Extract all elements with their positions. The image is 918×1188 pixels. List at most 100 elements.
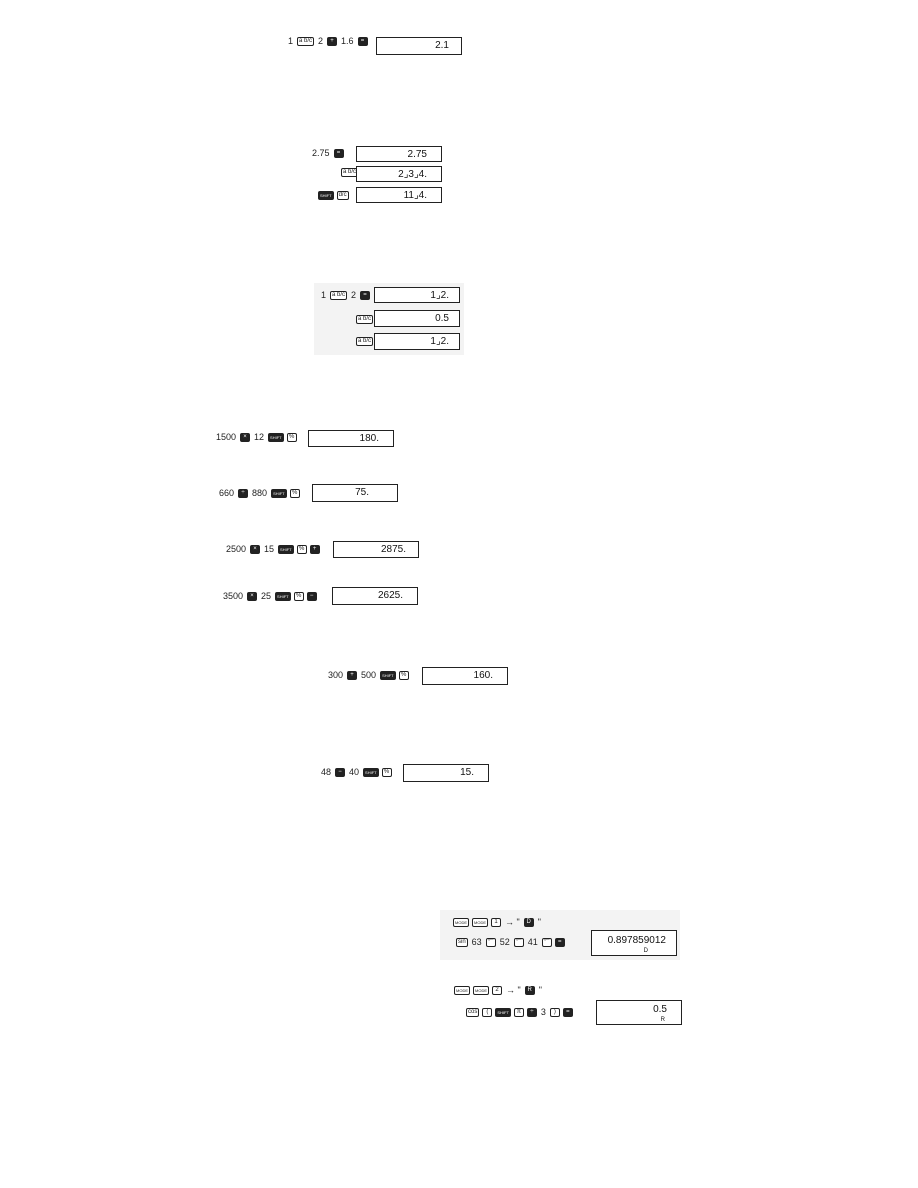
input-value: 25 <box>261 591 272 601</box>
close-paren-key: ) <box>549 1008 560 1017</box>
display-value: 160. <box>473 670 493 681</box>
display-example-9: 15. <box>403 764 489 782</box>
input-value: 3500 <box>223 591 244 601</box>
display-example-3-row-1: 1⌟2. <box>374 287 460 303</box>
display-example-2-row-2: 2⌟3⌟4. <box>356 166 442 182</box>
quote-text: " <box>537 917 541 927</box>
input-value: 41 <box>527 937 538 947</box>
example-10-mode-line: MODE MODE 1 → " D " <box>453 918 542 927</box>
mode-key: MODE <box>472 918 488 927</box>
plus-key: + <box>347 671 358 680</box>
input-value: 63 <box>471 937 482 947</box>
display-value: 1⌟2. <box>430 290 449 301</box>
fraction-key: a b/c <box>356 315 374 324</box>
example-1-keystrokes: 1 a b/c 2 + 1.6 = <box>287 37 368 46</box>
minus-key: − <box>335 768 346 777</box>
display-example-2-row-1: 2.75 <box>356 146 442 162</box>
divide-key: ÷ <box>526 1008 537 1017</box>
example-6-keystrokes: 2500 × 15 SHIFT % + <box>225 545 320 554</box>
display-example-2-row-3: 11⌟4. <box>356 187 442 203</box>
shift-key: SHIFT <box>363 768 379 777</box>
shift-key: SHIFT <box>275 592 291 601</box>
display-example-3-row-2: 0.5 <box>374 310 460 327</box>
display-example-11: 0.5 R <box>596 1000 682 1025</box>
example-3-row-3: a b/c <box>356 337 374 346</box>
input-value: 880 <box>252 488 268 498</box>
quote-text: " <box>538 985 542 995</box>
percent-key: % <box>289 489 300 498</box>
deg-indicator: D <box>523 918 534 927</box>
one-key: 1 <box>491 918 501 927</box>
input-value: 1 <box>288 36 294 46</box>
multiply-key: × <box>240 433 251 442</box>
display-value: 180. <box>359 433 379 444</box>
shift-key: SHIFT <box>278 545 294 554</box>
equals-key: = <box>360 291 371 300</box>
input-value: 40 <box>349 767 360 777</box>
equals-key: = <box>562 1008 573 1017</box>
display-value: 2.75 <box>407 149 427 160</box>
equals-key: = <box>554 938 565 947</box>
display-value: 0.897859012 <box>607 935 666 946</box>
example-8-keystrokes: 300 + 500 SHIFT % <box>327 671 409 680</box>
sin-key: sin <box>456 938 468 947</box>
display-value: 2.1 <box>435 40 449 51</box>
input-value: 2 <box>351 290 357 300</box>
equals-key: = <box>333 149 344 158</box>
open-paren-key: ( <box>482 1008 493 1017</box>
display-example-1: 2.1 <box>376 37 462 55</box>
mode-key: MODE <box>473 986 489 995</box>
example-2-row-1: 2.75 = <box>311 149 344 158</box>
input-value: 52 <box>499 937 510 947</box>
example-11-mode-line: MODE MODE 2 → " R " <box>454 986 543 995</box>
equals-key: = <box>357 37 368 46</box>
display-value: 2875. <box>380 544 406 555</box>
fraction-key: a b/c <box>356 337 374 346</box>
deg-min-sec-key: °'" <box>541 938 552 947</box>
example-5-keystrokes: 660 ÷ 880 SHIFT % <box>218 489 300 498</box>
mode-key: MODE <box>454 986 470 995</box>
input-value: 48 <box>321 767 332 777</box>
display-example-4: 180. <box>308 430 394 447</box>
shift-key: SHIFT <box>380 671 396 680</box>
input-value: 660 <box>219 488 235 498</box>
input-value: 1 <box>321 290 327 300</box>
example-7-keystrokes: 3500 × 25 SHIFT % − <box>222 592 317 601</box>
input-value: 300 <box>328 670 344 680</box>
input-value: 1500 <box>216 432 237 442</box>
example-9-keystrokes: 48 − 40 SHIFT % <box>320 768 392 777</box>
shift-key: SHIFT <box>318 191 334 200</box>
display-example-7: 2625. <box>332 587 418 605</box>
input-value: 15 <box>264 544 275 554</box>
display-value: 75. <box>355 487 369 498</box>
plus-key: + <box>327 37 338 46</box>
display-value: 2625. <box>377 590 403 601</box>
shift-key: SHIFT <box>271 489 287 498</box>
deg-indicator: D <box>643 948 648 954</box>
input-value: 2500 <box>226 544 247 554</box>
display-value: 0.5 <box>653 1004 667 1015</box>
deg-min-sec-key: °'" <box>513 938 524 947</box>
display-value: 2⌟3⌟4. <box>398 169 427 180</box>
example-3-row-2: a b/c <box>356 315 374 324</box>
input-value: 500 <box>361 670 377 680</box>
display-example-3-row-3: 1⌟2. <box>374 333 460 350</box>
example-10-keystrokes: sin 63 °'" 52 °'" 41 °'" = <box>456 938 565 947</box>
input-value: 12 <box>254 432 265 442</box>
display-value: 15. <box>460 767 474 778</box>
deg-min-sec-key: °'" <box>485 938 496 947</box>
percent-key: % <box>286 433 297 442</box>
divide-key: ÷ <box>238 489 249 498</box>
percent-key: % <box>293 592 304 601</box>
cos-key: cos <box>466 1008 480 1017</box>
display-example-5: 75. <box>312 484 398 502</box>
input-value: 3 <box>540 1007 546 1017</box>
example-11-keystrokes: cos ( SHIFT π ÷ 3 ) = <box>466 1008 573 1017</box>
shift-key: SHIFT <box>268 433 284 442</box>
fraction-key: a b/c <box>330 291 348 300</box>
minus-key: − <box>306 592 317 601</box>
multiply-key: × <box>250 545 261 554</box>
shift-key: SHIFT <box>495 1008 511 1017</box>
multiply-key: × <box>247 592 258 601</box>
display-example-6: 2875. <box>333 541 419 558</box>
